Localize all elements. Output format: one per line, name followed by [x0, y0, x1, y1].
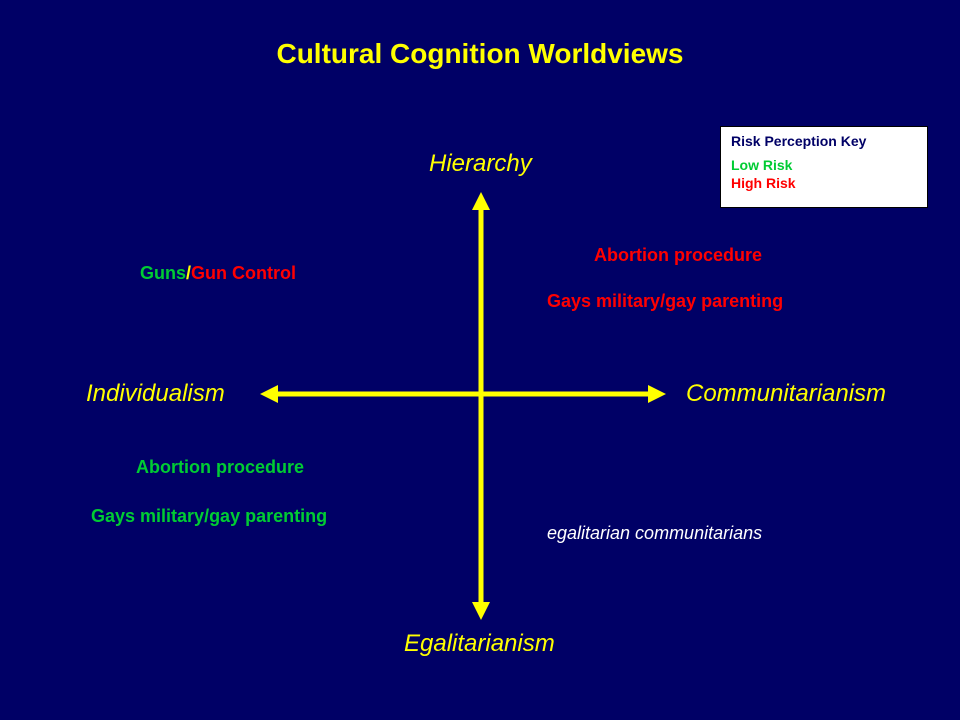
- arrowhead-down: [472, 602, 490, 620]
- axis-label-communitarianism: Communitarianism: [686, 380, 887, 407]
- key-title: Risk Perception Key: [731, 133, 867, 149]
- upper-right-gays: Gays military/gay parenting: [547, 291, 784, 311]
- page-title: Cultural Cognition Worldviews: [276, 38, 684, 69]
- key-low-risk: Low Risk: [731, 157, 793, 173]
- upper-left-guns: Guns/Gun Control: [140, 263, 296, 284]
- key-high-risk: High Risk: [731, 175, 796, 191]
- axis-label-individualism: Individualism: [86, 380, 225, 407]
- guns-slash: /: [186, 263, 192, 283]
- risk-perception-key: Risk Perception Key Low Risk High Risk: [720, 126, 928, 208]
- axis-label-egalitarianism: Egalitarianism: [404, 630, 555, 657]
- arrowhead-left: [260, 385, 278, 403]
- arrowhead-right: [648, 385, 666, 403]
- gun-control-high-risk: Gun Control: [191, 263, 297, 283]
- guns-low-risk: Guns: [140, 263, 187, 283]
- lower-left-abortion: Abortion procedure: [136, 457, 305, 477]
- arrowhead-up: [472, 192, 490, 210]
- lower-right-label: egalitarian communitarians: [547, 523, 763, 543]
- axis-label-hierarchy: Hierarchy: [429, 150, 532, 177]
- upper-right-abortion: Abortion procedure: [594, 245, 763, 265]
- lower-left-gays: Gays military/gay parenting: [91, 506, 328, 526]
